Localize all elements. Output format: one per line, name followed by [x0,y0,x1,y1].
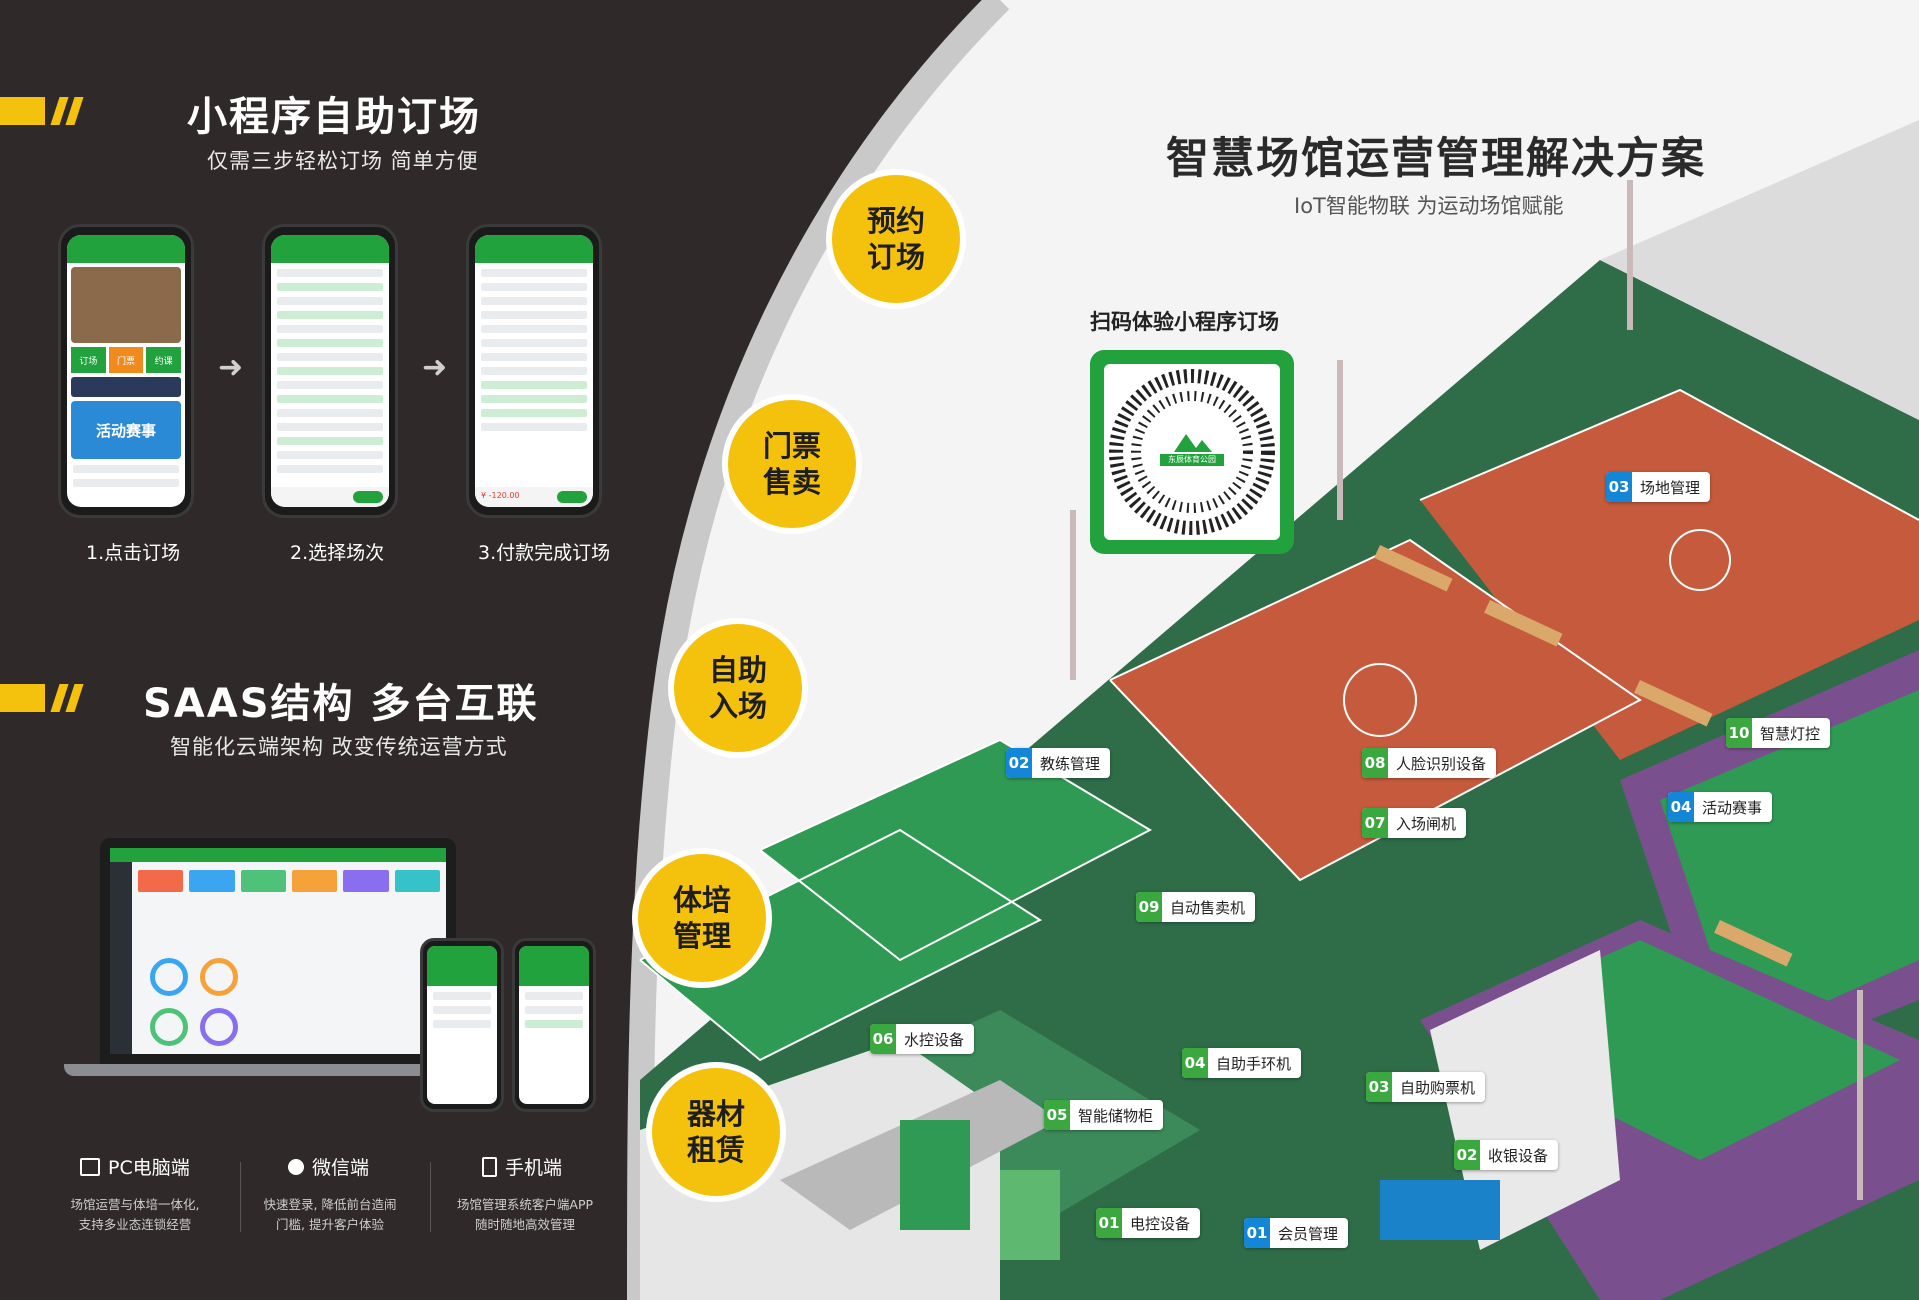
phone-mockup-booking: 订场 门票 约课 活动赛事 [58,224,194,518]
step-label: 2.选择场次 [290,542,385,564]
phone-mockup-wechat [512,938,596,1112]
accent-stripe [0,97,85,125]
promo-banner[interactable]: 活动赛事 [71,401,181,459]
accent-stripe [0,684,85,712]
tab-ticket[interactable]: 门票 [108,347,144,373]
divider [240,1162,241,1232]
circle-tickets: 门票售卖 [722,394,862,534]
tab-course[interactable]: 约课 [146,347,182,373]
section-title: SAAS结构 多台互联 [143,681,539,727]
circle-rental: 器材租赁 [646,1062,786,1202]
phone-mockup-app [420,938,504,1112]
section-subtitle: 仅需三步轻松订场 简单方便 [207,149,479,173]
feature-desc-pc: 场馆运营与体培一体化,支持多业态连锁经营 [70,1197,200,1232]
price-text: ¥ -120.00 [481,491,520,500]
arrow-icon: ➜ [218,350,244,385]
laptop-base [64,1064,494,1076]
qr-code-icon [1109,369,1275,535]
step-label: 3.付款完成订场 [478,542,611,564]
qr-logo-text: 东辰体育公园 [1168,455,1216,464]
feature-title-mobile: 手机端 [482,1153,562,1180]
circle-entry: 自助入场 [668,618,808,758]
qr-caption: 扫码体验小程序订场 [1090,310,1279,334]
feature-title-pc: PC电脑端 [80,1153,190,1180]
section-subtitle: 智能化云端架构 改变传统运营方式 [170,735,508,759]
pc-icon [80,1157,100,1176]
qr-code-card[interactable]: 东辰体育公园 [1090,350,1294,554]
circle-training: 体培管理 [632,848,772,988]
divider [430,1162,431,1232]
wechat-icon [288,1158,304,1175]
pay-button[interactable] [557,491,587,503]
hero-title: 智慧场馆运营管理解决方案 [1166,134,1706,184]
phone-mockup-schedule [262,224,398,518]
arrow-icon: ➜ [422,350,448,385]
section-title: 小程序自助订场 [187,94,481,140]
hero-subtitle: IoT智能物联 为运动场馆赋能 [1294,194,1564,218]
circle-booking: 预约订场 [826,169,966,309]
phone-mockup-payment: ¥ -120.00 [466,224,602,518]
feature-desc-wechat: 快速登录, 降低前台造闹门槛, 提升客户体验 [263,1197,397,1232]
laptop-mockup [100,838,456,1064]
phone-icon [482,1156,497,1177]
tab-book[interactable]: 订场 [71,347,106,373]
step-label: 1.点击订场 [86,542,181,564]
feature-title-wechat: 微信端 [288,1153,369,1180]
